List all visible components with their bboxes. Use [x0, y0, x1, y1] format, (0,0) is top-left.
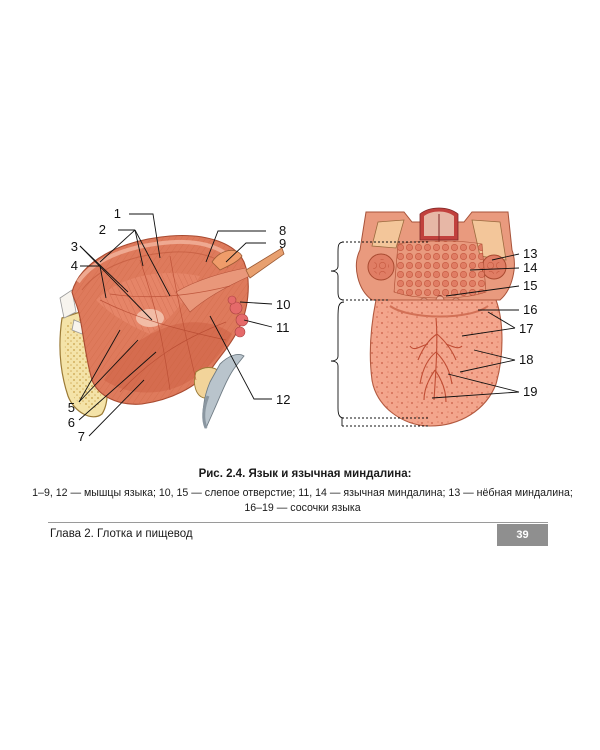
label-3: 3 [71, 239, 78, 254]
lingual-tonsil-area [393, 240, 487, 299]
label-8: 8 [279, 223, 286, 238]
label-9: 9 [279, 236, 286, 251]
page-number: 39 [497, 524, 548, 546]
figure-caption-line-2: 16–19 — сосочки языка [244, 502, 361, 514]
footer-chapter-title: Глава 2. Глотка и пищевод [50, 528, 193, 540]
incisor-tooth [59, 289, 77, 319]
styloid-process [245, 247, 285, 279]
footer-divider [48, 522, 548, 523]
label-10: 10 [276, 297, 290, 312]
label-12: 12 [276, 392, 290, 407]
label-4: 4 [71, 258, 78, 273]
label-14: 14 [523, 260, 537, 275]
tongue-sagittal-section: 1 2 3 4 5 6 7 8 9 10 11 12 [59, 206, 290, 444]
label-11: 11 [276, 320, 290, 335]
palatine-tonsil [367, 253, 507, 281]
label-15: 15 [523, 278, 537, 293]
label-1: 1 [114, 206, 121, 221]
label-16: 16 [523, 302, 537, 317]
region-brackets [330, 241, 430, 427]
label-2: 2 [99, 222, 106, 237]
lingual-tonsil [227, 295, 249, 338]
figure-caption-title: Рис. 2.4. Язык и язычная миндалина: [198, 468, 412, 480]
label-18: 18 [519, 352, 533, 367]
median-sulcus [409, 317, 463, 403]
label-13: 13 [523, 246, 537, 261]
tongue-figure: 1 2 3 4 5 6 7 8 9 10 11 12 [59, 206, 537, 444]
label-17: 17 [519, 321, 533, 336]
label-7: 7 [78, 429, 85, 444]
label-19: 19 [523, 384, 537, 399]
label-6: 6 [68, 415, 75, 430]
label-5: 5 [68, 400, 75, 415]
figure-caption-line-1: 1–9, 12 — мышцы языка; 10, 15 — слепое о… [32, 487, 573, 499]
tongue-dorsal-view: 13 14 15 16 17 18 19 [330, 207, 537, 427]
